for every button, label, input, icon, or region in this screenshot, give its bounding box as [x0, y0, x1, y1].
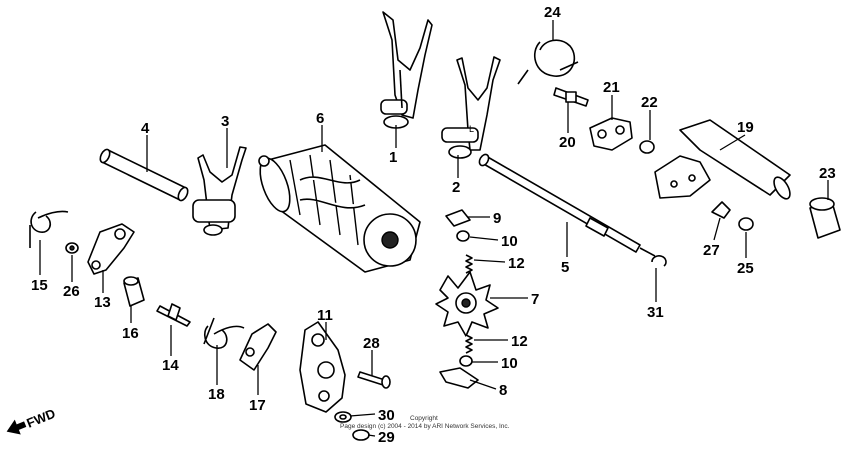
part-17-arm [239, 323, 277, 371]
part-16-collar [123, 276, 145, 307]
part-24-spring [517, 39, 579, 85]
callout-5: 5 [561, 259, 569, 276]
callout-20: 20 [559, 134, 576, 151]
part-22-washer [639, 140, 655, 154]
callout-10-top: 10 [501, 233, 518, 250]
part-18-spring [203, 317, 245, 349]
part-29-nut [352, 429, 370, 441]
part-11-stopper-plate [299, 321, 346, 413]
part-28-bolt [357, 371, 391, 389]
part-4-fork-shaft [99, 148, 189, 202]
callout-12-bottom: 12 [511, 333, 528, 350]
part-10-cap-bottom [459, 355, 473, 367]
fwd-indicator: FWD [6, 406, 57, 435]
callout-25: 25 [737, 260, 754, 277]
part-8-stopper [439, 367, 479, 389]
part-1-shift-fork [380, 11, 433, 129]
fwd-arrow-icon [6, 419, 27, 435]
callout-26: 26 [63, 283, 80, 300]
callout-17: 17 [249, 397, 266, 414]
part-10-cap-top [456, 230, 470, 242]
part-25-nut [738, 217, 754, 231]
part-6-shift-drum [258, 144, 421, 273]
part-12-spring-bottom [465, 334, 473, 354]
part-20-pin [553, 87, 589, 107]
callout-21: 21 [603, 79, 620, 96]
part-14-pin [156, 303, 191, 327]
callout-11: 11 [317, 307, 333, 324]
part-31-circlip [651, 255, 667, 267]
callout-8: 8 [499, 382, 507, 399]
callout-3: 3 [221, 113, 229, 130]
svg-text:L: L [469, 124, 474, 134]
callout-14: 14 [162, 357, 179, 374]
callout-28: 28 [363, 335, 380, 352]
part-5-shift-shaft [478, 153, 656, 257]
callouts: 1 2 3 4 5 6 7 8 9 10 10 11 12 12 13 14 1… [31, 4, 836, 446]
callout-29: 29 [378, 429, 395, 446]
part-19-shift-spindle [654, 119, 791, 200]
callout-31: 31 [647, 304, 664, 321]
callout-27: 27 [703, 242, 720, 259]
part-7-drum-center [435, 271, 499, 337]
callout-19: 19 [737, 119, 754, 136]
callout-1: 1 [389, 149, 397, 166]
callout-23: 23 [819, 165, 836, 182]
copyright-line-1: Copyright [410, 415, 438, 422]
copyright-notice: Copyright Page design (c) 2004 - 2014 by… [340, 415, 510, 430]
callout-9: 9 [493, 210, 501, 227]
part-15-spring [29, 210, 69, 248]
copyright-line-2: Page design (c) 2004 - 2014 by ARI Netwo… [340, 423, 510, 430]
part-3-shift-fork [192, 146, 247, 236]
callout-18: 18 [208, 386, 225, 403]
part-13-arm [87, 223, 135, 275]
callout-6: 6 [316, 110, 324, 127]
callout-13: 13 [94, 294, 111, 311]
callout-16: 16 [122, 325, 139, 342]
callout-7: 7 [531, 291, 539, 308]
callout-15: 15 [31, 277, 48, 294]
part-23-bushing [809, 197, 841, 239]
part-30-washer [334, 411, 352, 423]
callout-10-bottom: 10 [501, 355, 518, 372]
part-12-spring-top [465, 254, 473, 274]
callout-24: 24 [544, 4, 561, 21]
callout-22: 22 [641, 94, 658, 111]
part-26-washer [65, 242, 79, 254]
part-27-clip [711, 201, 731, 219]
part-2-shift-fork: L [441, 56, 501, 159]
part-9-block [445, 209, 471, 227]
part-21-plate [589, 117, 633, 151]
callout-2: 2 [452, 179, 460, 196]
callout-30: 30 [378, 407, 395, 424]
fwd-label: FWD [24, 406, 57, 431]
leader-lines [39, 20, 829, 437]
callout-12-top: 12 [508, 255, 525, 272]
callout-4: 4 [141, 120, 150, 137]
